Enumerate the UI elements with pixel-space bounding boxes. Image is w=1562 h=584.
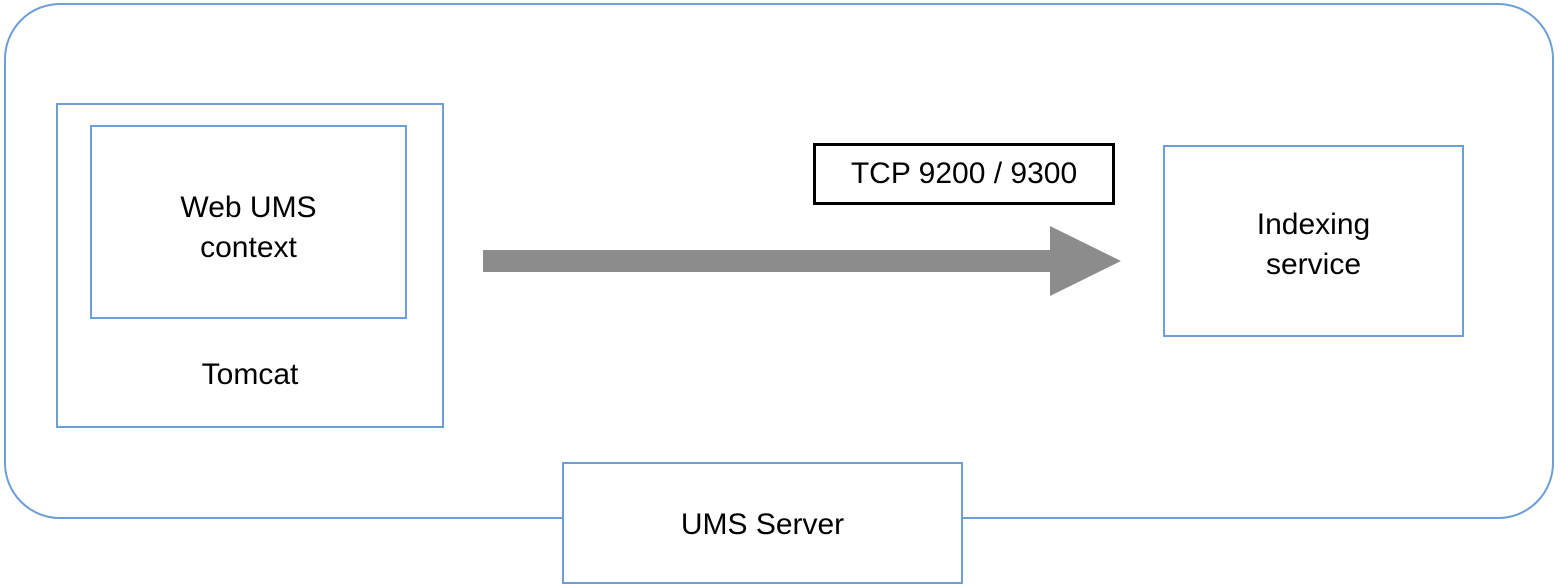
node-ums-server-label: UMS Server (680, 508, 845, 541)
node-tomcat-label: Tomcat (201, 358, 299, 391)
callout-tcp-ports[interactable]: TCP 9200 / 9300 (813, 143, 1115, 205)
node-indexing-service[interactable]: Indexing service (1163, 145, 1464, 337)
node-indexing-service-label: Indexing service (1256, 208, 1371, 281)
node-web-ums-context-label: Web UMS context (180, 191, 317, 264)
flow-arrow-shape (483, 226, 1121, 296)
flow-arrow-tomcat-to-indexing (483, 226, 1121, 296)
node-ums-server[interactable]: UMS Server (562, 462, 963, 584)
node-tomcat[interactable]: Tomcat (56, 103, 444, 428)
node-web-ums-context[interactable]: Web UMS context (90, 125, 407, 319)
callout-tcp-ports-label: TCP 9200 / 9300 (850, 157, 1078, 190)
